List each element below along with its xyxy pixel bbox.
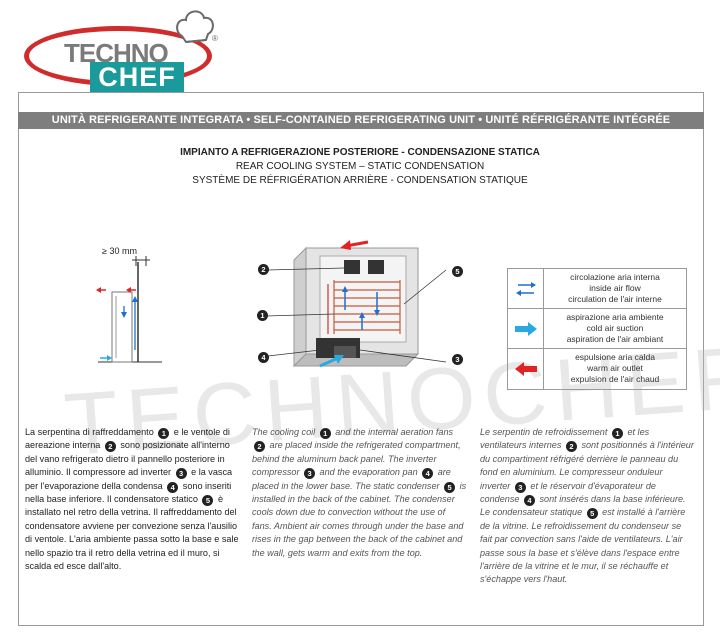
callout-5: 5	[452, 266, 463, 277]
description-text: La serpentina di raffreddamento	[25, 427, 157, 437]
legend-warm-en: warm air outlet	[587, 363, 643, 373]
inside-air-flow-arrows-icon	[508, 269, 544, 308]
description-italian: La serpentina di raffreddamento 1 e le v…	[25, 426, 240, 573]
description-text: and the evaporation pan	[317, 467, 421, 478]
description-french: Le serpentin de refroidissement 1 et les…	[480, 426, 695, 587]
description-text: The cooling coil	[252, 427, 318, 437]
inline-callout-5: 5	[444, 481, 456, 493]
description-text: e la vasca per l'evaporazione della cond…	[25, 467, 233, 491]
technochef-logo: TECHNO CHEF ®	[24, 4, 224, 92]
description-text: sono posizionate all'interno del vano re…	[25, 440, 230, 478]
logo-chef-text: CHEF	[90, 62, 184, 92]
legend-cold-it: aspirazione aria ambiente	[566, 312, 664, 322]
legend-cold-en: cold air suction	[586, 323, 644, 333]
subtitle-fr: SYSTÈME DE RÉFRIGÉRATION ARRIÈRE - CONDE…	[192, 175, 528, 186]
callout-4: 4	[258, 352, 269, 363]
description-text: e le ventole di aereazione interna	[25, 427, 230, 451]
callout-2: 2	[258, 264, 269, 275]
inline-callout-3: 3	[304, 468, 316, 480]
description-text: sont insérés dans la base inférieure. Le…	[480, 494, 686, 518]
legend-inside-it: circolazione aria interna	[570, 272, 660, 282]
legend-row-warm-air: espulsione aria calda warm air outlet ex…	[508, 349, 686, 389]
legend-warm-it: espulsione aria calda	[575, 352, 655, 362]
inline-callout-2: 2	[254, 441, 265, 453]
logo-registered-mark: ®	[212, 34, 218, 43]
description-english: The cooling coil 1 and the internal aera…	[252, 426, 467, 560]
inline-callout-2: 2	[104, 441, 116, 453]
inline-callout-1: 1	[611, 428, 623, 439]
description-text: are placed inside the refrigerated compa…	[252, 440, 461, 478]
inline-callout-2: 2	[565, 441, 577, 453]
description-text: et le réservoir d'évaporateur de condens…	[480, 480, 656, 505]
description-text: è installato nel retro della vetrina. Il…	[25, 494, 239, 572]
description-text: is installed in the back of the cabinet.…	[252, 480, 467, 558]
section-banner: UNITÀ REFRIGERANTE INTEGRATA • SELF-CONT…	[18, 112, 704, 129]
description-text: are placed in the lower base. The static…	[252, 467, 451, 491]
callout-1: 1	[257, 310, 268, 321]
callout-3: 3	[452, 354, 463, 365]
inline-callout-3: 3	[514, 481, 526, 493]
inline-callout-4: 4	[422, 468, 434, 480]
description-text: and the internal aeration fans	[332, 427, 454, 437]
inline-callout-1: 1	[158, 428, 170, 439]
inline-callout-1: 1	[319, 428, 331, 439]
clearance-label: ≥ 30 mm	[102, 246, 137, 256]
content-frame	[18, 92, 704, 626]
description-text: sont positionnés à l'intérieur du compar…	[480, 440, 694, 491]
chef-hat-icon	[176, 10, 214, 44]
legend-row-cold-air: aspirazione aria ambiente cold air sucti…	[508, 309, 686, 349]
description-text: Le serpentin de refroidissement	[480, 427, 610, 437]
warm-air-outlet-arrow-icon	[508, 349, 544, 389]
legend-row-inside-air: circolazione aria interna inside air flo…	[508, 269, 686, 309]
inline-callout-3: 3	[175, 468, 187, 480]
inline-callout-5: 5	[586, 508, 598, 520]
side-view-diagram	[96, 256, 162, 363]
legend-inside-en: inside air flow	[589, 283, 641, 293]
subtitle-en: REAR COOLING SYSTEM – STATIC CONDENSATIO…	[235, 161, 485, 172]
legend-cold-fr: aspiration de l'air ambiant	[566, 334, 664, 344]
inline-callout-4: 4	[167, 481, 179, 493]
inline-callout-5: 5	[202, 495, 214, 507]
description-text: sono inseriti nella base inferiore. Il c…	[25, 480, 232, 505]
description-text: et les ventilateurs internes	[480, 427, 650, 451]
legend-warm-fr: expulsion de l'air chaud	[570, 374, 660, 384]
cold-air-suction-arrow-icon	[508, 309, 544, 348]
airflow-legend: circolazione aria interna inside air flo…	[507, 268, 687, 390]
subtitle-it: IMPIANTO A REFRIGERAZIONE POSTERIORE - C…	[180, 147, 540, 158]
description-text: est installé à l'arrière de la vitrine. …	[480, 507, 686, 585]
refrigerating-unit-diagram	[265, 240, 447, 368]
inline-callout-4: 4	[523, 495, 535, 507]
legend-inside-fr: circulation de l'air interne	[568, 294, 662, 304]
